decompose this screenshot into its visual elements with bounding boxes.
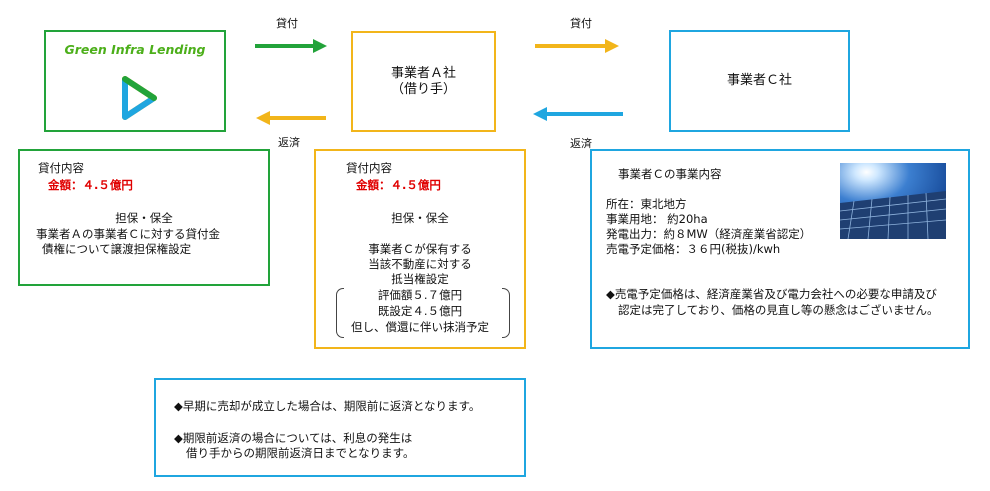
loan-terms-title: 貸付内容: [346, 161, 392, 175]
loan-amount: 金額：４.５億円: [356, 178, 441, 192]
loan-terms-box-company-a: 貸付内容 金額：４.５億円 担保・保全 事業者Ｃが保有する 当該不動産に対する …: [314, 149, 526, 349]
business-note-line-1: ◆売電予定価格は、経済産業省及び電力会社への必要な申請及び: [606, 287, 937, 301]
loan-arrow-yellow: [535, 39, 619, 53]
collateral-heading: 担保・保全: [391, 211, 449, 225]
loan-label-2: 貸付: [570, 17, 592, 30]
repay-arrow-blue: [533, 107, 623, 121]
valuation-line: 評価額５.７億円: [377, 288, 463, 302]
business-land: 事業用地： 約20ha: [606, 212, 708, 226]
collateral-heading: 担保・保全: [115, 211, 173, 225]
collateral-line-1: 事業者Ａの事業者Ｃに対する貸付金: [36, 227, 220, 241]
business-details-box: 事業者Ｃの事業内容 所在：東北地方 事業用地： 約20ha 発電出力：約８MW（…: [590, 149, 970, 349]
company-a-name: 事業者Ａ社: [390, 65, 456, 81]
company-c-box: 事業者Ｃ社: [669, 30, 850, 132]
notice-line-1: ◆早期に売却が成立した場合は、期限前に返済となります。: [174, 399, 481, 413]
existing-line: 既設定４.５億円: [377, 304, 463, 318]
mortgage-line-1: 事業者Ｃが保有する: [368, 242, 472, 256]
collateral-line-2: 債権について譲渡担保権設定: [42, 242, 192, 256]
solar-panel-photo: [840, 163, 946, 239]
loan-terms-box-lender: 貸付内容 金額：４.５億円 担保・保全 事業者Ａの事業者Ｃに対する貸付金 債権に…: [18, 149, 270, 286]
repay-label-1: 返済: [278, 136, 300, 149]
business-note-line-2: 認定は完了しており、価格の見直し等の懸念はございません。: [618, 303, 939, 317]
business-location: 所在：東北地方: [606, 197, 687, 211]
loan-amount: 金額：４.５億円: [48, 178, 133, 192]
notice-line-3: 借り手からの期限前返済日までとなります。: [186, 446, 415, 460]
cancellation-line: 但し、償還に伴い抹消予定: [351, 320, 489, 334]
business-price: 売電予定価格：３６円(税抜)/kwh: [606, 242, 781, 256]
company-a-role: （借り手）: [390, 81, 456, 97]
lender-box: Green Infra Lending: [44, 30, 226, 132]
notice-line-2: ◆期限前返済の場合については、利息の発生は: [174, 431, 413, 445]
company-c-name: 事業者Ｃ社: [726, 73, 792, 88]
business-title: 事業者Ｃの事業内容: [618, 167, 722, 181]
company-a-box: 事業者Ａ社 （借り手）: [351, 31, 496, 132]
mortgage-line-2: 当該不動産に対する: [368, 257, 472, 271]
repay-label-2: 返済: [570, 137, 592, 150]
loan-terms-title: 貸付内容: [38, 161, 84, 175]
green-infra-logo-icon: [122, 76, 157, 120]
loan-arrow-green: [255, 39, 327, 53]
mortgage-line-3: 抵当権設定: [391, 272, 449, 286]
repay-arrow-yellow: [256, 111, 326, 125]
early-repayment-notice: ◆早期に売却が成立した場合は、期限前に返済となります。 ◆期限前返済の場合につい…: [154, 378, 526, 477]
business-output: 発電出力：約８MW（経済産業省認定）: [606, 227, 812, 241]
loan-label-1: 貸付: [276, 17, 298, 30]
lender-logo-text: Green Infra Lending: [64, 42, 206, 57]
bracket-left: [336, 288, 344, 338]
